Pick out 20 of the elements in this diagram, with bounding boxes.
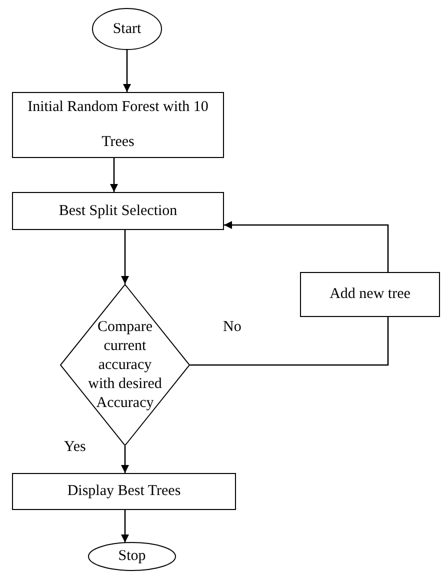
arrow — [123, 50, 131, 92]
connector-line — [190, 317, 389, 366]
process-box — [12, 192, 224, 230]
arrow — [224, 221, 389, 272]
node-label: Add new tree — [330, 285, 410, 304]
node-label: Stop — [118, 547, 146, 566]
node-label: Initial Random Forest with 10 Trees — [26, 98, 210, 152]
arrow — [121, 230, 129, 284]
node-label: Best Split Selection — [58, 202, 178, 220]
arrow — [121, 446, 129, 473]
terminal-ellipse — [92, 8, 162, 50]
arrow — [110, 158, 118, 192]
process-box — [300, 272, 440, 317]
node-label: Compare current accuracy with desired Accuracy — [87, 318, 163, 412]
node-label: Start — [112, 20, 142, 38]
terminal-ellipse — [88, 542, 176, 571]
process-box — [12, 473, 236, 510]
arrow — [121, 510, 129, 542]
process-box — [12, 92, 224, 158]
node-label: Display Best Trees — [67, 482, 181, 501]
